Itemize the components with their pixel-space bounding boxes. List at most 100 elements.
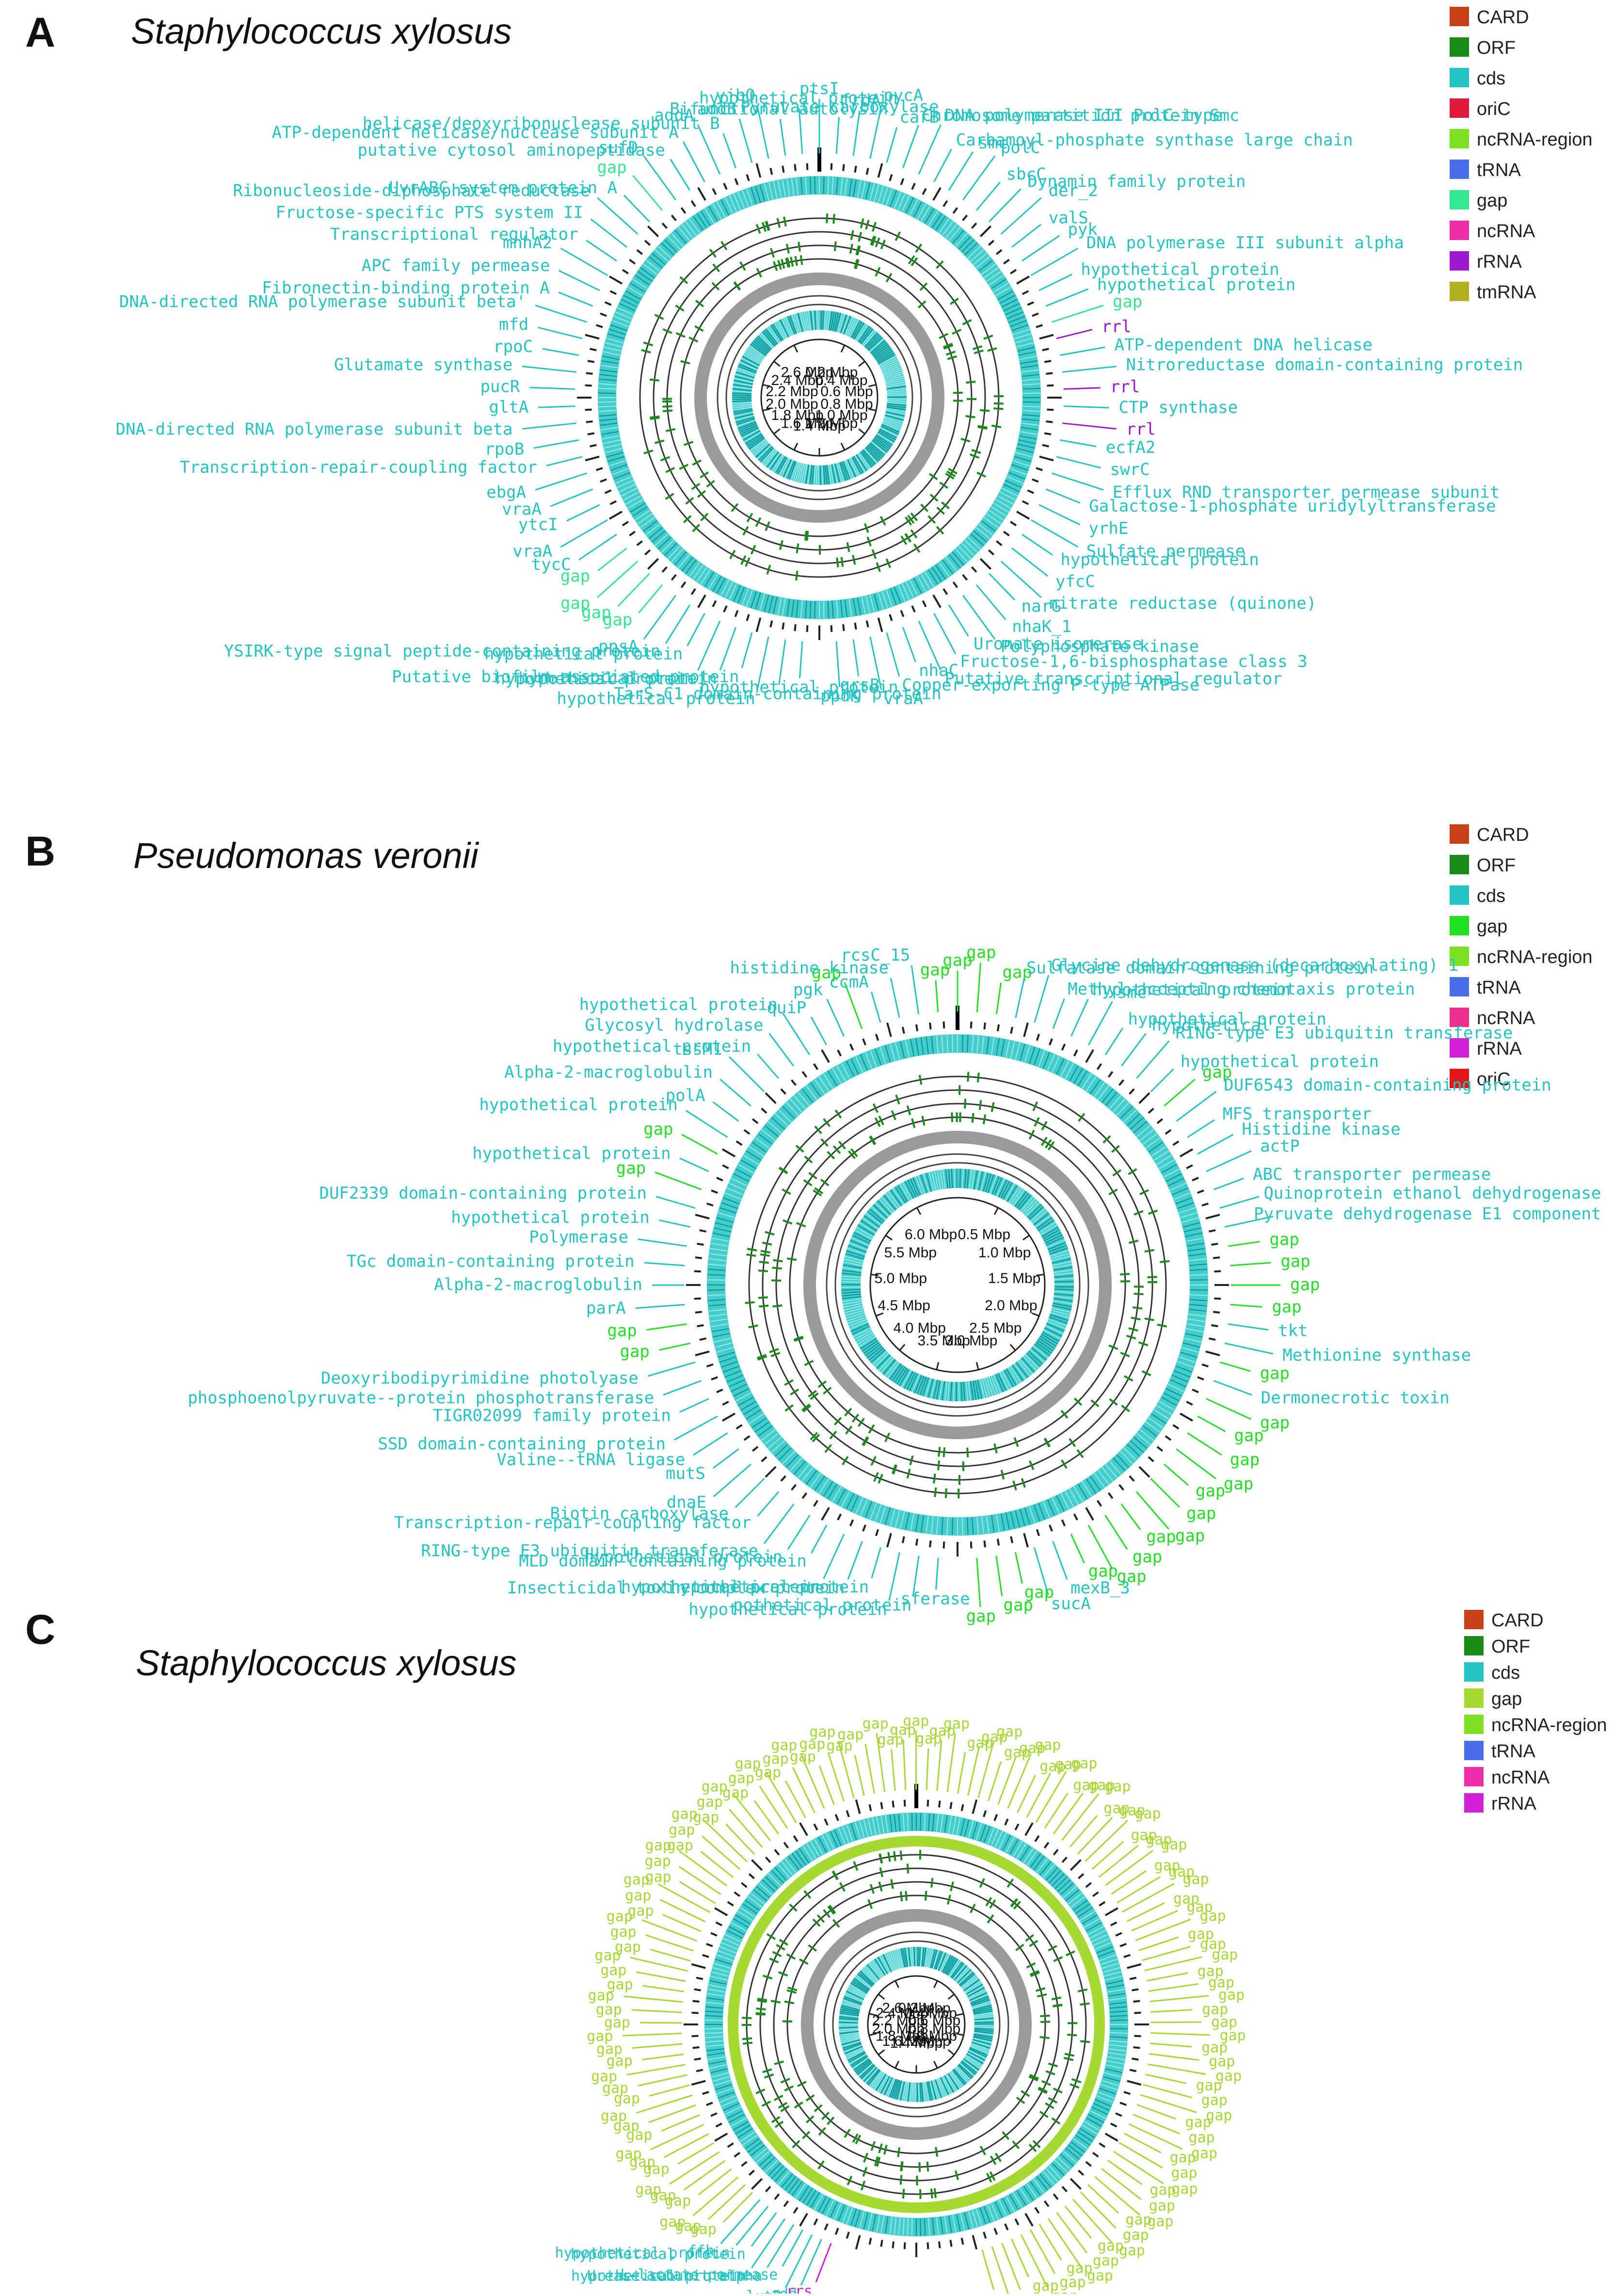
label-leader [872, 1547, 881, 1578]
outer-tick [1111, 2123, 1117, 2126]
outer-tick [585, 457, 599, 461]
label-leader [723, 2192, 752, 2222]
orf-feature [1129, 1169, 1137, 1174]
outer-tick [1044, 361, 1051, 362]
label-leader [720, 2200, 760, 2244]
orf-feature [1079, 1113, 1085, 1121]
label-leader [1085, 1820, 1128, 1862]
gap-label: gap [667, 1837, 693, 1854]
label-leader [1228, 1324, 1268, 1330]
feature-label: rcsC_15 [841, 946, 910, 965]
gap-label: gap [1113, 292, 1142, 311]
label-leader [632, 2044, 683, 2048]
outer-tick [980, 559, 990, 569]
outer-tick [1093, 2153, 1098, 2157]
scale-tick [794, 345, 798, 352]
label-leader [783, 1013, 810, 1055]
label-leader [1176, 1449, 1216, 1478]
outer-tick [1132, 1989, 1138, 1990]
outer-tick [1037, 1529, 1039, 1536]
outer-tick [744, 1436, 750, 1440]
orf-feature [927, 2162, 928, 2171]
label-leader [636, 1972, 686, 1981]
label-leader [996, 1556, 1002, 1596]
label-leader [1046, 489, 1080, 503]
outer-tick [863, 1039, 865, 1045]
outer-tick [724, 606, 727, 612]
feature-label: hypothetical protein [451, 1208, 649, 1227]
gap-label: gap [943, 1716, 970, 1733]
label-leader [819, 1766, 834, 1805]
label-leader [1102, 2168, 1141, 2200]
feature-label: Transcriptional regulator [330, 225, 578, 244]
orf-feature [938, 1461, 939, 1470]
label-leader [627, 2065, 685, 2075]
outer-tick [735, 2153, 740, 2157]
label-leader [656, 1197, 695, 1208]
label-leader [1230, 1263, 1271, 1266]
scale-tick [1032, 1313, 1039, 1316]
orf-feature [773, 1260, 783, 1262]
orf-feature [888, 1852, 890, 1862]
gap-label: gap [601, 2108, 627, 2125]
outer-tick [1005, 2224, 1008, 2230]
orf-feature [901, 536, 906, 545]
gap-label: gap [1230, 1450, 1260, 1469]
orf-feature [981, 2146, 985, 2155]
orf-feature [914, 544, 920, 552]
label-leader [1022, 534, 1053, 555]
outer-tick [1027, 302, 1034, 305]
label-leader [1052, 305, 1103, 322]
orf-feature [1109, 1189, 1117, 1194]
label-leader [976, 585, 1006, 620]
label-leader [1035, 975, 1049, 1023]
label-leader [729, 1057, 764, 1092]
outer-tick [850, 1520, 853, 1526]
feature-label: ptsI [799, 79, 839, 98]
outer-tick [696, 2070, 703, 2071]
gap-label: gap [600, 1962, 626, 1979]
cds-feature [974, 2025, 994, 2026]
legend-label: rRNA [1477, 252, 1522, 272]
outer-tick [856, 2235, 860, 2249]
label-leader [1095, 2177, 1140, 2215]
label-leader [649, 2085, 689, 2096]
outer-tick [1078, 1874, 1083, 1879]
orf-feature [1036, 1988, 1045, 1991]
outer-tick [843, 624, 844, 631]
scale-tick-label: 0.5 Mbp [958, 1227, 1010, 1243]
track-ring [667, 245, 972, 550]
feature-label: Fibronectin-binding protein A [262, 278, 550, 298]
outer-tick [1134, 2047, 1140, 2048]
label-leader [720, 627, 735, 670]
outer-tick [1024, 1023, 1028, 1037]
feature-label: narG [1022, 597, 1061, 616]
label-leader [968, 1746, 979, 1795]
gap-label: gap [645, 1868, 671, 1885]
gap-label: gap [627, 1903, 654, 1920]
cds-feature [920, 2218, 921, 2236]
label-leader [624, 1996, 683, 2002]
feature-label: ppdK [820, 686, 860, 706]
outer-tick [1130, 1978, 1136, 1979]
orf-feature [980, 410, 990, 411]
orf-feature [1070, 1439, 1075, 1446]
orf-feature [1013, 1481, 1016, 1490]
orf-feature [740, 262, 745, 270]
orf-feature [696, 301, 703, 306]
outer-tick [662, 223, 667, 228]
gap-label: gap [1171, 2165, 1197, 2182]
feature-label: tkt [1278, 1321, 1308, 1340]
outer-tick [903, 1536, 904, 1543]
outer-tick [609, 276, 622, 284]
orf-feature [763, 2070, 772, 2072]
label-leader [714, 1464, 751, 1497]
feature-label: mfd [499, 315, 528, 334]
outer-tick [671, 215, 676, 221]
orf-feature [903, 2189, 904, 2199]
legend-label: ncRNA [1491, 1767, 1550, 1788]
orf-feature [732, 504, 737, 512]
outer-tick [741, 2162, 747, 2166]
label-leader [713, 1449, 739, 1468]
